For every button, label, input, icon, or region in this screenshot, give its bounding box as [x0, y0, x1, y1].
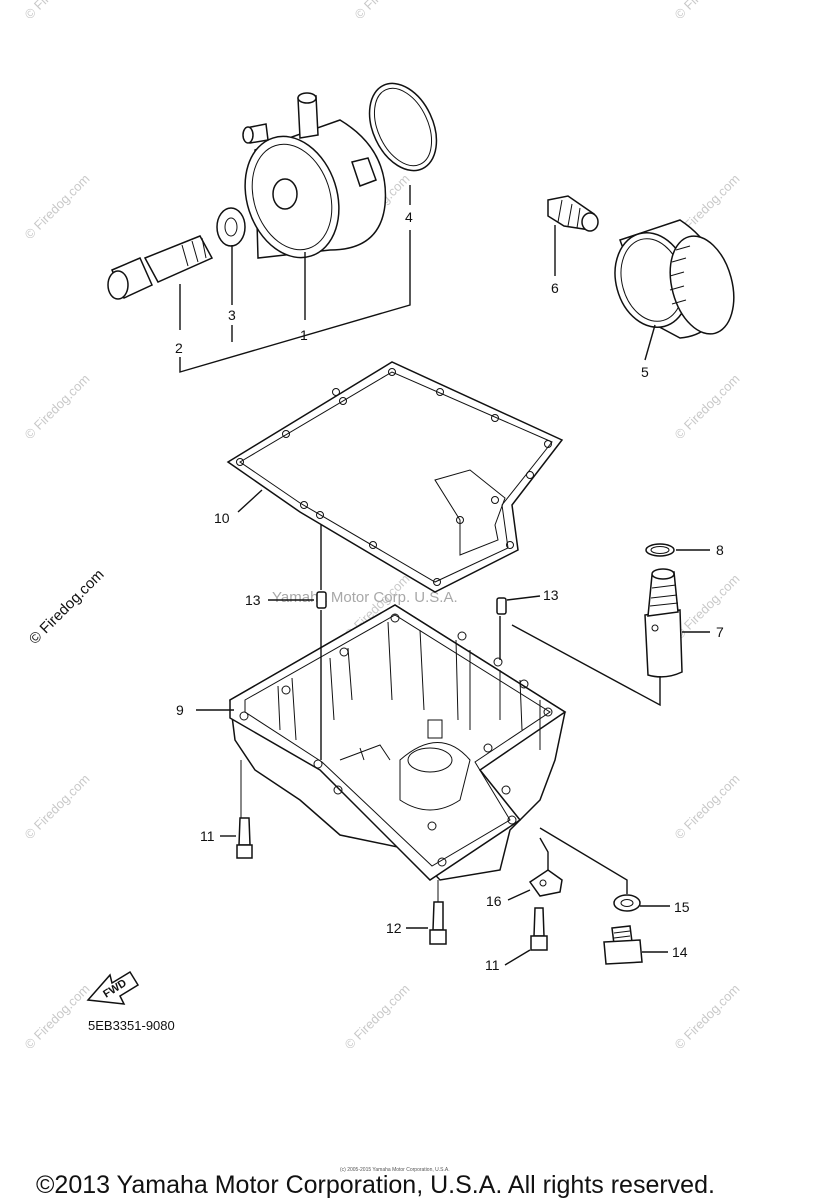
part-label: 9	[176, 702, 184, 718]
bracket-part	[528, 869, 563, 897]
watermark-text: © Firedog.com	[352, 0, 423, 22]
side-watermark: © Firedog.com	[26, 566, 108, 648]
leader-line	[506, 595, 541, 601]
gasket-holes	[236, 368, 552, 586]
watermark-text: © Firedog.com	[22, 981, 93, 1052]
gasket-part	[226, 361, 564, 593]
part-label: 15	[674, 899, 690, 915]
part-label: 10	[214, 510, 230, 526]
watermark-text: © Firedog.com	[22, 371, 93, 442]
bolt-11-right-part	[530, 907, 548, 951]
leader-line	[511, 624, 661, 707]
watermark-text: © Firedog.com	[672, 981, 743, 1052]
union-bolt-part	[547, 195, 599, 232]
leader-line	[539, 837, 549, 870]
leader-line	[507, 889, 531, 901]
watermark-text: © Firedog.com	[22, 171, 93, 242]
part-label: 13	[245, 592, 261, 608]
fine-print: (c) 2005-2015 Yamaha Motor Corporation, …	[340, 1167, 450, 1173]
part-label: 6	[551, 280, 559, 296]
watermark-text: © Firedog.com	[22, 0, 93, 22]
part-label: 12	[386, 920, 402, 936]
watermark-text: © Firedog.com	[672, 371, 743, 442]
oil-filter-part	[614, 219, 735, 339]
dowel-pin-part	[316, 591, 507, 615]
part-label: 13	[543, 587, 559, 603]
leader-line	[237, 489, 263, 513]
forward-arrow-icon: FWD	[86, 970, 140, 1005]
copyright-footer: ©2013 Yamaha Motor Corporation, U.S.A. A…	[36, 1171, 715, 1199]
part-label: 2	[175, 340, 183, 356]
bolt-12-part	[429, 880, 447, 945]
diagram-code: 5EB3351-9080	[88, 1018, 175, 1033]
part-label: 4	[405, 209, 413, 225]
bolt-part	[107, 235, 214, 300]
washer-part	[216, 207, 246, 247]
part-label: 11	[200, 828, 215, 844]
bolt-11-left-part	[236, 760, 253, 859]
drain-gasket-part	[613, 894, 641, 912]
part-label: 5	[641, 364, 649, 380]
oil-pan-bolt-holes	[239, 613, 553, 867]
drain-bolt-part	[603, 925, 643, 965]
part-label: 8	[716, 542, 724, 558]
leader-line	[539, 827, 628, 894]
watermark-text: © Firedog.com	[672, 771, 743, 842]
leader-line	[644, 324, 656, 361]
part-label: 1	[300, 327, 308, 343]
part-label: 16	[486, 893, 502, 909]
oil-pan-part	[229, 604, 567, 881]
watermark-text: © Firedog.com	[672, 0, 743, 22]
part-label: 14	[672, 944, 688, 960]
watermark-text: © Firedog.com	[342, 981, 413, 1052]
ghost-watermark: Yamaha Motor Corp. U.S.A.	[272, 589, 458, 606]
part-label: 3	[228, 307, 236, 323]
part-label: 11	[485, 957, 500, 973]
part-label: 7	[716, 624, 724, 640]
part-number-labels: 1 2 3 4 5 6 7 8 9 10 11 11 12 13 13 14 1…	[175, 209, 724, 973]
oil-cooler-part	[242, 92, 387, 259]
leader-line	[504, 949, 531, 966]
strainer-pipe-part	[644, 543, 683, 678]
leader-line	[179, 230, 411, 373]
watermark-text: © Firedog.com	[22, 771, 93, 842]
